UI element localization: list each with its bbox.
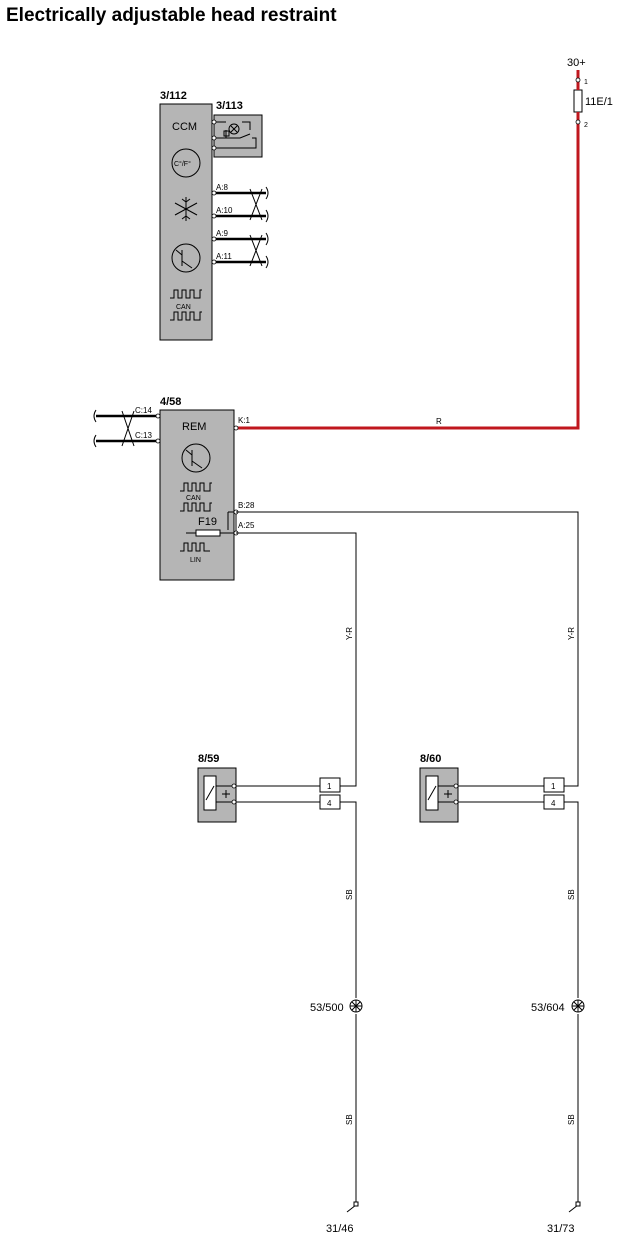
rem-pin-b28: B:28 bbox=[238, 501, 255, 510]
ground-right-terminal bbox=[575, 1201, 581, 1207]
ccm-ref: 3/112 bbox=[160, 90, 187, 102]
rem-pin-c14: C:14 bbox=[135, 406, 152, 415]
rem-pin-a25: A:25 bbox=[238, 521, 255, 530]
wire-yr-left bbox=[236, 532, 357, 787]
ccm-can-label: CAN bbox=[176, 304, 191, 311]
ccm-module bbox=[159, 103, 213, 341]
snowflake-icon bbox=[174, 197, 198, 221]
wire-color-yr-left: Y-R bbox=[345, 627, 354, 640]
right-motor-ref: 8/60 bbox=[420, 753, 441, 765]
fuse-terminal-1 bbox=[575, 77, 581, 83]
lin-waveform-icon bbox=[180, 542, 210, 552]
supply-label: 30+ bbox=[567, 57, 586, 69]
right-connector-label-1: 1 bbox=[551, 782, 556, 791]
wire-sb-right bbox=[564, 801, 579, 1205]
wire-color-sb-right-2: SB bbox=[567, 1114, 576, 1125]
left-motor-terminal-4 bbox=[231, 799, 237, 805]
left-connector-label-4: 4 bbox=[327, 799, 332, 808]
fuse-pin-2: 2 bbox=[584, 122, 588, 129]
rem-pin-c13: C:13 bbox=[135, 431, 152, 440]
rem-pin-k1-terminal bbox=[233, 425, 239, 431]
ground-right-label: 31/73 bbox=[547, 1223, 575, 1235]
fuse-terminal-2 bbox=[575, 119, 581, 125]
rem-transistor-icon bbox=[181, 443, 211, 473]
right-motor-icon bbox=[425, 775, 454, 811]
ccm-name: CCM bbox=[172, 121, 197, 133]
temp-unit-label: C°/F° bbox=[174, 160, 191, 168]
switch-pin-top bbox=[211, 119, 217, 125]
left-connector-label-1: 1 bbox=[327, 782, 332, 791]
right-connector-pin-1 bbox=[543, 777, 565, 793]
rem-ref: 4/58 bbox=[160, 396, 181, 408]
rem-lin-label: LIN bbox=[190, 557, 201, 564]
rem-module bbox=[159, 409, 235, 581]
fuse-11e1-label: 11E/1 bbox=[585, 96, 613, 108]
splice-icon-left bbox=[349, 999, 363, 1013]
ccm-pin-a9: A:9 bbox=[216, 229, 229, 238]
left-motor-ref: 8/59 bbox=[198, 753, 219, 765]
ccm-can-bus bbox=[211, 186, 269, 269]
right-motor-terminal-1 bbox=[453, 783, 459, 789]
ground-left-label: 31/46 bbox=[326, 1223, 354, 1235]
transistor-icon bbox=[171, 243, 201, 273]
switch-pin-mid bbox=[211, 135, 217, 141]
wire-sb-left bbox=[340, 801, 357, 1205]
rem-can-label: CAN bbox=[186, 495, 201, 502]
right-motor-leads bbox=[458, 785, 544, 803]
fuse-11e1 bbox=[573, 89, 583, 113]
ccm-pin-a10: A:10 bbox=[216, 206, 233, 215]
left-motor-icon bbox=[203, 775, 232, 811]
wire-color-sb-left-1: SB bbox=[345, 889, 354, 900]
left-connector-pin-1 bbox=[319, 777, 341, 793]
left-motor-leads bbox=[236, 785, 320, 803]
rem-name: REM bbox=[182, 421, 206, 433]
splice-icon-right bbox=[571, 999, 585, 1013]
wire-yr-right bbox=[236, 511, 579, 787]
ccm-pin-a8: A:8 bbox=[216, 183, 229, 192]
splice-left-label: 53/500 bbox=[310, 1002, 344, 1014]
switch-pin-bot bbox=[211, 145, 217, 151]
supply-wire-red bbox=[236, 70, 580, 430]
rem-can-waveform-icon bbox=[180, 482, 212, 512]
right-motor-terminal-4 bbox=[453, 799, 459, 805]
fuse-f19-icon bbox=[195, 529, 221, 537]
rem-can-bus bbox=[93, 409, 161, 448]
rem-fuse-f19: F19 bbox=[198, 516, 217, 528]
right-connector-label-4: 4 bbox=[551, 799, 556, 808]
rem-pin-k1: K:1 bbox=[238, 416, 251, 425]
ground-left-terminal bbox=[353, 1201, 359, 1207]
wire-color-sb-left-2: SB bbox=[345, 1114, 354, 1125]
wire-color-sb-right-1: SB bbox=[567, 889, 576, 900]
wire-color-r: R bbox=[436, 417, 442, 426]
switch-module-ref: 3/113 bbox=[216, 100, 243, 112]
switch-module bbox=[213, 114, 263, 158]
wire-color-yr-right: Y-R bbox=[567, 627, 576, 640]
switch-lamp-icon bbox=[214, 121, 257, 149]
page-title: Electrically adjustable head restraint bbox=[6, 5, 337, 26]
left-motor-terminal-1 bbox=[231, 783, 237, 789]
temperature-icon bbox=[171, 148, 201, 178]
fuse-pin-1: 1 bbox=[584, 79, 588, 86]
splice-right-label: 53/604 bbox=[531, 1002, 565, 1014]
can-waveform-icon bbox=[170, 289, 202, 321]
ccm-pin-a11: A:11 bbox=[216, 252, 232, 261]
